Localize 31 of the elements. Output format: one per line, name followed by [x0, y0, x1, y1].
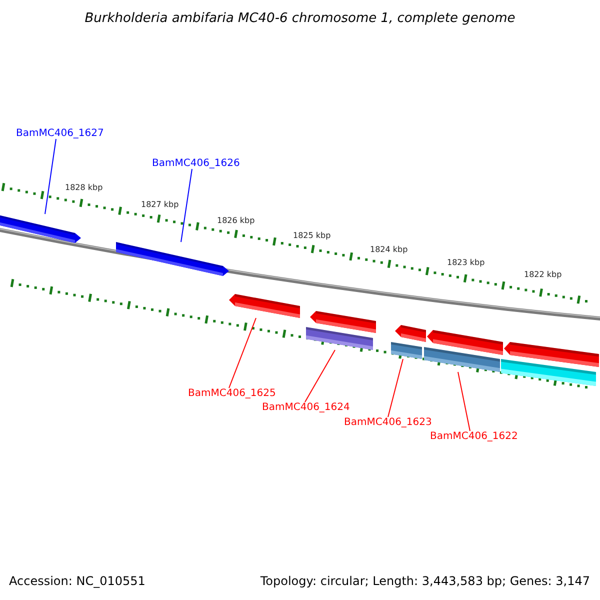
scale-label: 1826 kbp: [217, 216, 255, 225]
feature-bar: [501, 359, 596, 386]
footer-note: Topology: circular; Length: 3,443,583 bp; Genes: 3,147: [260, 574, 590, 588]
feature-bar: [424, 347, 500, 372]
gene-block: [310, 311, 376, 333]
feature-bar: [306, 327, 373, 350]
gene-label: BamMC406_1624: [262, 402, 350, 413]
leader-line: [388, 358, 404, 418]
scale-label: 1827 kbp: [141, 200, 179, 209]
footer-note: Accession: NC_010551: [9, 574, 146, 588]
leader-line: [458, 372, 470, 432]
leader-line: [304, 350, 336, 402]
gene-block: [395, 325, 426, 342]
diagram-title: Burkholderia ambifaria MC40-6 chromosome 1, complete genome: [84, 11, 516, 26]
feature-bar: [391, 342, 422, 359]
gene-label: BamMC406_1627: [16, 128, 104, 139]
gene-block: [229, 294, 300, 318]
gene-block: [0, 214, 81, 243]
scale-label: 1823 kbp: [447, 258, 485, 267]
scale-label: 1824 kbp: [370, 245, 408, 254]
scale-label: 1825 kbp: [293, 231, 331, 240]
gene-label: BamMC406_1626: [152, 158, 240, 169]
leader-line: [228, 318, 256, 388]
scale-label: 1828 kbp: [65, 183, 103, 192]
leader-line: [44, 138, 56, 214]
scale-label: 1822 kbp: [524, 270, 562, 279]
gene-label: BamMC406_1625: [188, 388, 276, 399]
gene-label: BamMC406_1622: [430, 431, 518, 442]
leader-line: [180, 168, 192, 242]
gene-label: BamMC406_1623: [344, 417, 432, 428]
gene-block: [116, 242, 229, 276]
